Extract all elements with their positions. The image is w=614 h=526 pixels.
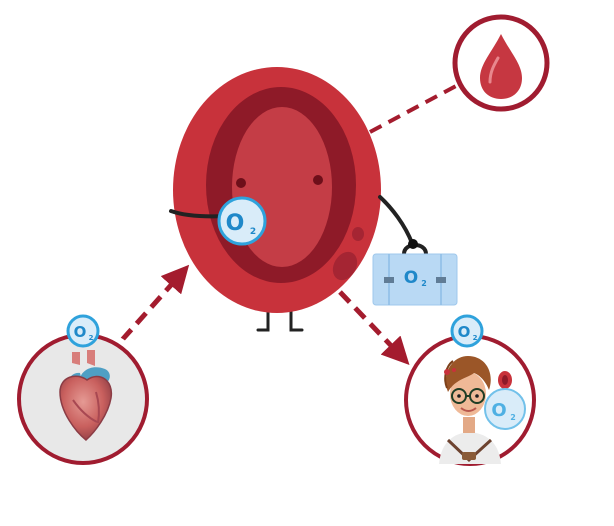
heart-to-cell-arrow [120, 264, 190, 342]
cell-to-person-arrow [338, 290, 410, 365]
cell-o2-molecule: O 2 [217, 196, 267, 246]
person-o2-subscript: 2 [473, 334, 478, 342]
blood-drop-badge [452, 14, 550, 112]
briefcase-o2-label: O [404, 268, 418, 288]
briefcase-o2-subscript: 2 [421, 279, 427, 288]
heart-o2-subscript: 2 [89, 334, 94, 342]
drop-connector-line [369, 84, 457, 134]
person-icon [439, 356, 512, 464]
heart-badge: O 2 [11, 314, 155, 471]
cell-o2-subscript: 2 [250, 227, 256, 237]
red-blood-cell-icon [169, 67, 414, 332]
person-o2-label: O [458, 323, 471, 341]
cell-left-eye [236, 178, 246, 188]
briefcase-icon: O 2 [372, 239, 458, 306]
person-badge: O 2 O 2 [404, 314, 536, 466]
person-bubble-o2-subscript: 2 [510, 413, 516, 422]
cell-right-eye [313, 175, 323, 185]
cell-o2-label: O [226, 211, 245, 236]
person-bubble-o2-label: O [491, 400, 506, 421]
heart-icon [59, 350, 113, 441]
heart-o2-label: O [74, 323, 87, 341]
